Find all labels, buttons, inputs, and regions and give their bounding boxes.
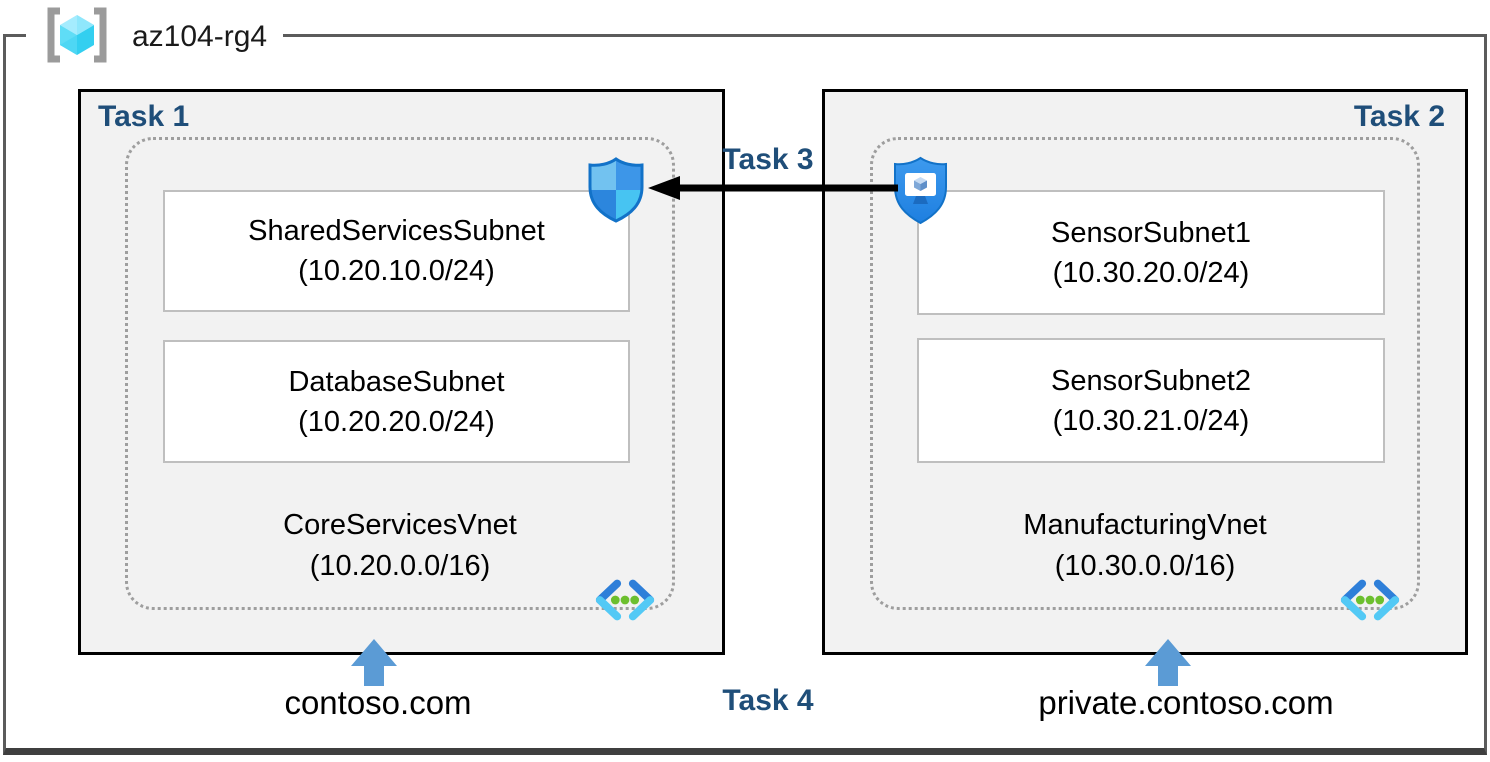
task3-label: Task 3 xyxy=(722,143,814,176)
resource-group-name: az104-rg4 xyxy=(132,20,268,53)
core-services-vnet-container: CoreServicesVnet (10.20.0.0/16) xyxy=(125,137,675,621)
manufacturing-vnet-label: ManufacturingVnet (10.30.0.0/16) xyxy=(873,505,1417,587)
private-contoso-dns-label: private.contoso.com xyxy=(1038,684,1334,721)
task4-label: Task 4 xyxy=(722,684,814,717)
resource-group-legend: az104-rg4 xyxy=(26,4,284,70)
core-services-vnet-label: CoreServicesVnet (10.20.0.0/16) xyxy=(128,505,672,587)
left-arrow-icon xyxy=(648,175,898,206)
task1-label: Task 1 xyxy=(98,100,190,133)
subnet-name: SharedServicesSubnet xyxy=(248,215,545,247)
network-security-group-icon xyxy=(587,157,645,229)
sensor-subnet1-box: SensorSubnet1 (10.30.20.0/24) xyxy=(917,190,1385,315)
resource-group-frame: az104-rg4 xyxy=(3,4,1487,755)
subnet-cidr: (10.30.20.0/24) xyxy=(1052,256,1250,289)
vnet-cidr: (10.20.0.0/16) xyxy=(309,550,491,582)
subnet-name: SensorSubnet1 xyxy=(1051,216,1251,249)
up-arrow-icon xyxy=(1144,639,1192,692)
sensor-subnet2-box: SensorSubnet2 (10.30.21.0/24) xyxy=(917,338,1385,463)
up-arrow-icon xyxy=(350,639,398,692)
subnet-name: DatabaseSubnet xyxy=(288,365,505,398)
virtual-network-icon xyxy=(592,577,658,628)
resource-group-icon xyxy=(42,6,112,69)
subnet-cidr: (10.30.21.0/24) xyxy=(1052,404,1250,437)
subnet-name: SensorSubnet2 xyxy=(1051,364,1251,397)
contoso-dns-label: contoso.com xyxy=(284,684,472,721)
bastion-shield-monitor-icon xyxy=(892,156,949,231)
manufacturing-vnet-container: ManufacturingVnet (10.30.0.0/16) xyxy=(870,137,1420,621)
vnet-name: CoreServicesVnet xyxy=(283,509,517,541)
subnet-cidr: (10.20.10.0/24) xyxy=(298,255,495,287)
task2-label: Task 2 xyxy=(1353,100,1445,133)
vnet-cidr: (10.30.0.0/16) xyxy=(1054,550,1236,582)
vnet-name: ManufacturingVnet xyxy=(1023,509,1267,541)
subnet-cidr: (10.20.20.0/24) xyxy=(298,405,495,438)
virtual-network-icon xyxy=(1337,577,1403,628)
shared-services-subnet-box: SharedServicesSubnet (10.20.10.0/24) xyxy=(163,190,630,312)
database-subnet-box: DatabaseSubnet (10.20.20.0/24) xyxy=(163,340,630,463)
